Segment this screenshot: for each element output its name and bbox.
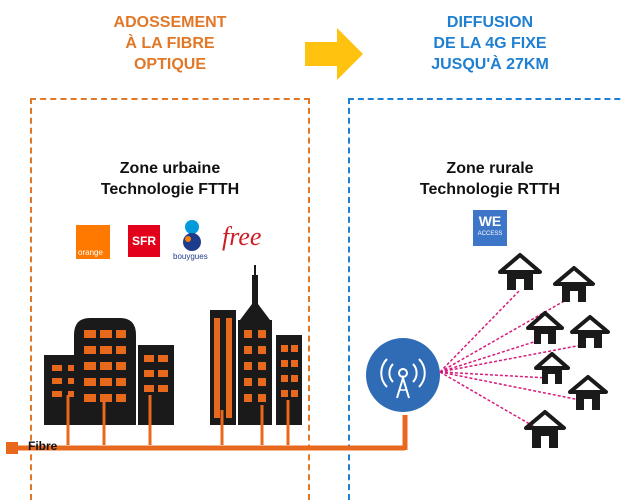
urban-zone-frame [30, 98, 310, 500]
house-icon [570, 315, 610, 348]
bouygues-logo-text: bouygues [173, 252, 208, 261]
arrow-right-icon [305, 28, 363, 80]
free-logo: free [222, 222, 262, 251]
network-illustration [6, 253, 610, 454]
sfr-logo: SFR [128, 225, 160, 257]
sfr-logo-text: SFR [132, 234, 156, 248]
bouygues-bubble-icon [183, 220, 201, 251]
fibre-cable [6, 415, 408, 454]
urban-zone-title: Zone urbaine Technologie FTTH [80, 158, 260, 200]
bouygues-logo: bouygues [170, 218, 214, 264]
urban-zone-label: Zone urbaine [119, 160, 221, 177]
urban-zone-technology: Technologie FTTH [100, 181, 240, 198]
house-icon [553, 266, 595, 302]
house-icon [498, 253, 542, 290]
left-heading-line-3: OPTIQUE [133, 56, 206, 73]
house-icon [526, 311, 564, 344]
building-left-right [138, 345, 174, 425]
building-left-tall [74, 318, 136, 425]
rural-zone-title: Zone rurale Technologie RTTH [400, 158, 580, 200]
building-spire [210, 265, 302, 425]
access-logo-mark: WE [478, 213, 502, 229]
left-heading-line-2: À LA FIBRE [125, 35, 215, 52]
left-heading-line-1: ADOSSEMENT [113, 14, 227, 31]
left-heading: ADOSSEMENT À LA FIBRE OPTIQUE [80, 12, 260, 75]
house-icon [524, 410, 566, 448]
orange-logo-text: orange [78, 248, 103, 257]
right-heading-line-1: DIFFUSION [446, 14, 534, 31]
access-logo: WE ACCESS [473, 210, 507, 246]
access-logo-text: ACCESS [477, 231, 503, 237]
house-icon [568, 375, 608, 410]
right-heading-line-3: JUSQU'À 27KM [431, 56, 549, 73]
fibre-label: Fibre [28, 439, 58, 453]
orange-logo: orange [76, 225, 110, 259]
rural-zone-frame [348, 98, 621, 500]
right-heading-line-2: DE LA 4G FIXE [433, 35, 547, 52]
right-heading: DIFFUSION DE LA 4G FIXE JUSQU'À 27KM [395, 12, 585, 75]
house-icon [534, 352, 570, 384]
rural-zone-technology: Technologie RTTH [419, 181, 561, 198]
rural-zone-label: Zone rurale [446, 160, 534, 177]
fibre-drops [66, 395, 290, 445]
antenna-icon [366, 338, 440, 412]
